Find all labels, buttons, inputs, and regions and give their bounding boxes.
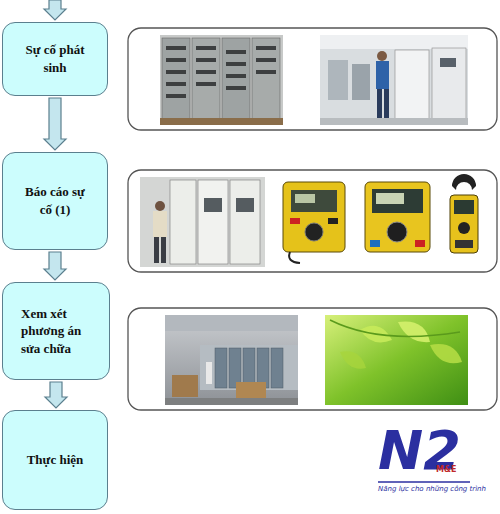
switchgear-photo [140,177,265,267]
process-box: Báo cáo sự cố (1) [2,152,108,250]
flow-arrow [45,382,67,408]
step-label: Báo cáo sự cố (1) [19,183,91,218]
workshop-photo [320,35,468,125]
step-label: Sự cố phát sinh [19,41,91,76]
logo-subtext: M&E [436,466,456,474]
logo-lines [378,482,470,483]
photo-panel [128,170,497,272]
insulation-tester [283,182,345,263]
process-box: Thực hiện [2,410,108,510]
process-box: Xem xét phương án sửa chữa [2,282,110,380]
process-box: Sự cố phát sinh [2,22,108,96]
factory-photo [165,315,298,405]
step-label: Xem xét phương án sửa chữa [13,305,99,358]
photo-panel [128,308,497,410]
photo-panel [128,28,497,130]
logo-tagline: Năng lực cho những công trình [378,486,486,493]
clamp-meter [450,174,478,253]
multifunction-tester [365,182,430,252]
step-label: Thực hiện [27,451,84,469]
cabinet-photo [160,35,283,125]
green-leaves-photo [325,315,468,405]
flow-arrow [44,252,66,280]
flow-arrow [44,98,66,150]
incoming-arrow [44,0,66,20]
